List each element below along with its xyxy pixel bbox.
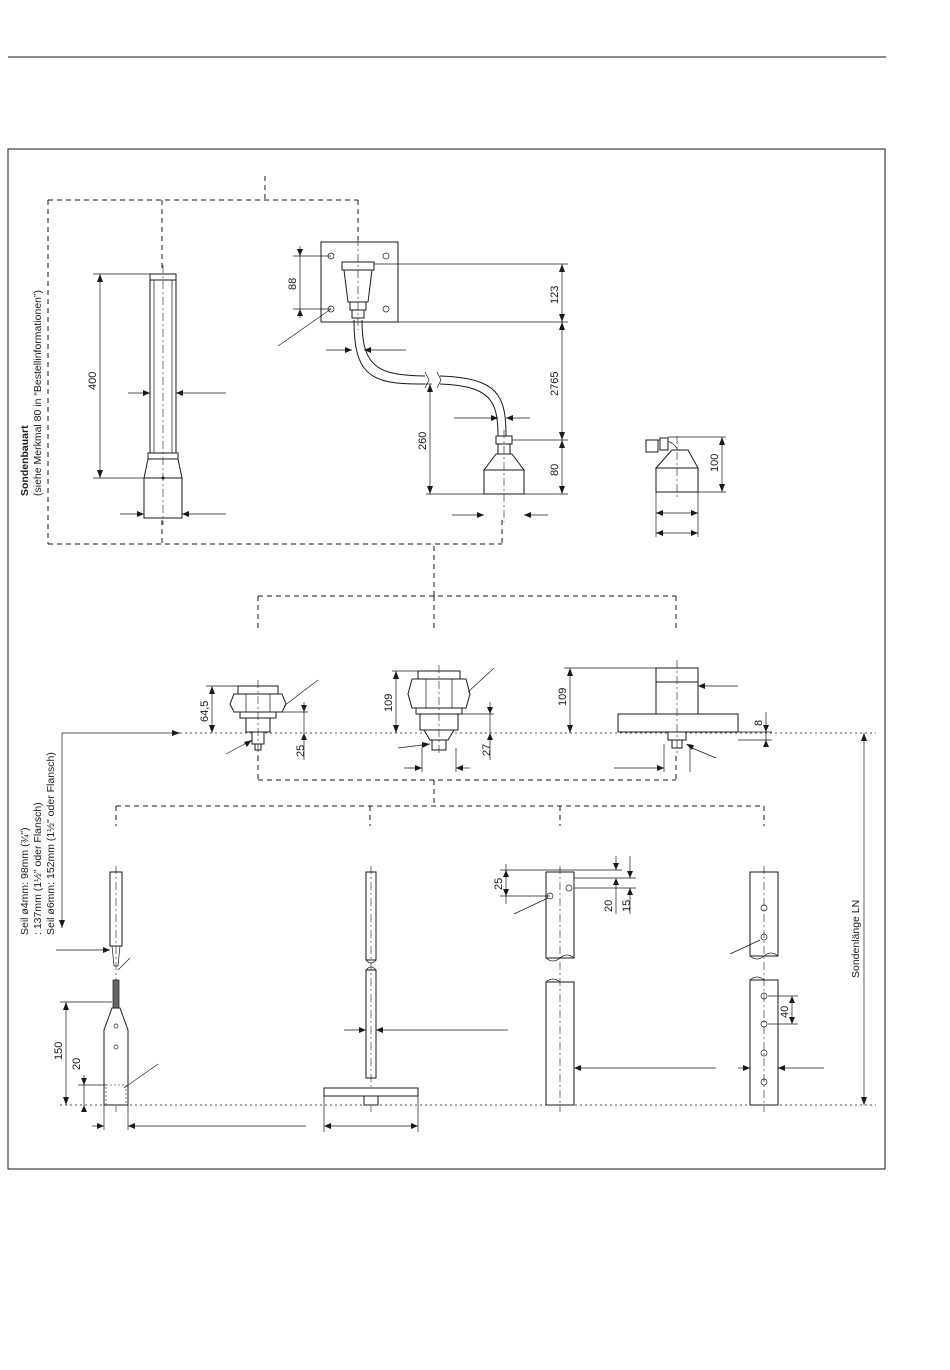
dim-20-coax: 20: [603, 900, 615, 912]
dim-40: 40: [779, 1006, 791, 1018]
rope-note-line-1: Seil ø4mm: 98mm (¾"): [19, 827, 31, 935]
dim-2765: 2765: [549, 372, 561, 396]
dim-88: 88: [287, 278, 299, 290]
dim-400: 400: [87, 372, 99, 390]
rod-probe-drawing: [324, 866, 508, 1132]
compact-sensor-drawing: 100: [646, 436, 726, 537]
dim-109-flange: 109: [557, 688, 569, 706]
remote-housing-drawing: 88 123 2765 80 260: [278, 238, 568, 522]
rope-note-line-2: : 137mm (1½" oder Flansch): [32, 802, 44, 935]
dim-15: 15: [621, 900, 633, 912]
thread-connection-small: 64,5 25: [199, 680, 318, 760]
top-group-connector: [48, 176, 502, 544]
probe-type-title: Sondenbauart: [19, 425, 31, 496]
dim-260: 260: [417, 432, 429, 450]
dim-27: 27: [481, 744, 493, 756]
rope-note-line-3: Seil ø6mm: 152mm (1½" oder Flansch): [45, 752, 57, 935]
dim-80: 80: [549, 464, 561, 476]
probe-type-subtitle: (siehe Merkmal 80 in “Bestellinformation…: [32, 290, 44, 496]
dim-8: 8: [753, 720, 765, 726]
dim-25-coax: 25: [493, 878, 505, 890]
dim-123: 123: [549, 286, 561, 304]
probe-length-label: Sondenlänge LN: [850, 900, 862, 978]
flange-connection: 109 8: [557, 660, 772, 772]
dim-25-thread-small: 25: [295, 745, 307, 757]
dim-100: 100: [709, 454, 721, 472]
dim-109-thread: 109: [383, 694, 395, 712]
middle-group-connector: [258, 546, 676, 630]
thread-connection-large: 109 27: [383, 665, 494, 772]
lower-connector: [116, 756, 764, 826]
rope-probe-drawing: 150 20: [53, 866, 306, 1130]
tube-housing-drawing: 400: [87, 265, 226, 525]
dim-150: 150: [53, 1042, 65, 1060]
stilling-well-drawing: 40: [730, 866, 824, 1112]
dim-64-5: 64,5: [199, 701, 211, 722]
coax-probe-drawing: 25 20 15: [493, 856, 716, 1112]
dim-20-rope: 20: [71, 1058, 83, 1070]
